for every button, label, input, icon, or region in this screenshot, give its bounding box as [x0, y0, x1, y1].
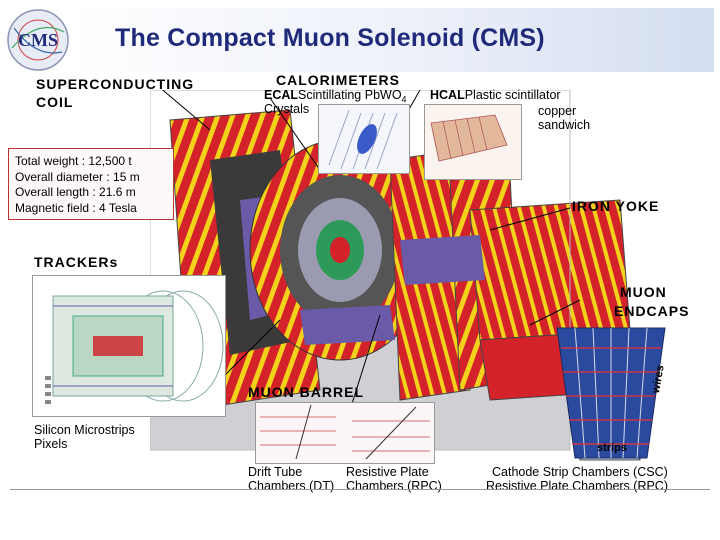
muon-barrel-inset — [255, 402, 435, 464]
header-band — [74, 8, 714, 72]
hcal-desc-2: copper — [538, 104, 577, 118]
hcal-name: HCAL — [430, 88, 465, 102]
csc-label-1: Cathode Strip Chambers (CSC) — [492, 465, 668, 479]
hcal-desc: Plastic scintillator — [464, 88, 561, 102]
ecal-name: ECAL — [264, 88, 299, 102]
ecal-desc: Scintillating PbWO — [298, 88, 402, 102]
specs-box: Total weight : 12,500 t Overall diameter… — [8, 148, 174, 220]
page-title: The Compact Muon Solenoid (CMS) — [115, 24, 545, 52]
hcal-inset — [424, 104, 522, 180]
strips-label: strips — [597, 442, 627, 454]
dt-label-1: Drift Tube — [248, 465, 303, 479]
rpc-label-1: Resistive Plate — [346, 465, 429, 479]
spec-field: Magnetic field : 4 Tesla — [15, 200, 137, 215]
ecal-inset — [318, 104, 410, 174]
detector-illustration — [150, 90, 710, 490]
muon-barrel-label: MUON BARREL — [248, 384, 364, 400]
spec-length: Overall length : 21.6 m — [15, 185, 136, 199]
rpc-label-2: Chambers (RPC) — [346, 479, 442, 493]
tracker-inset — [32, 275, 226, 417]
muon-endcaps-label: MUON — [620, 284, 667, 300]
logo-text: CMS — [18, 30, 58, 50]
csc-label-2: Resistive Plate Chambers (RPC) — [486, 479, 668, 493]
spec-weight: Total weight : 12,500 t — [15, 154, 132, 168]
hcal-desc-3: sandwich — [538, 118, 591, 132]
tracker-desc-1: Silicon Microstrips — [34, 423, 135, 437]
footer-rule — [10, 489, 710, 490]
coil-label-2: COIL — [36, 94, 74, 110]
ecal-desc-sub: 4 — [401, 94, 407, 105]
cms-logo: CMS — [6, 8, 70, 72]
muon-endcaps-label-2: ENDCAPS — [614, 303, 690, 319]
hcal-label: HCALPlastic scintillator — [430, 88, 561, 102]
ecal-desc-2: Crystals — [264, 102, 310, 116]
csc-inset — [555, 326, 667, 466]
spec-diameter: Overall diameter : 15 m — [15, 169, 140, 184]
iron-yoke-label: IRON YOKE — [572, 198, 660, 214]
trackers-label: TRACKERs — [34, 254, 119, 270]
tracker-desc-2: Pixels — [34, 437, 68, 451]
dt-label-2: Chambers (DT) — [248, 479, 335, 493]
ecal-label: ECALScintillating PbWO4 — [264, 88, 407, 107]
coil-label: SUPERCONDUCTING — [36, 76, 195, 92]
calorimeters-label: CALORIMETERS — [276, 72, 400, 88]
